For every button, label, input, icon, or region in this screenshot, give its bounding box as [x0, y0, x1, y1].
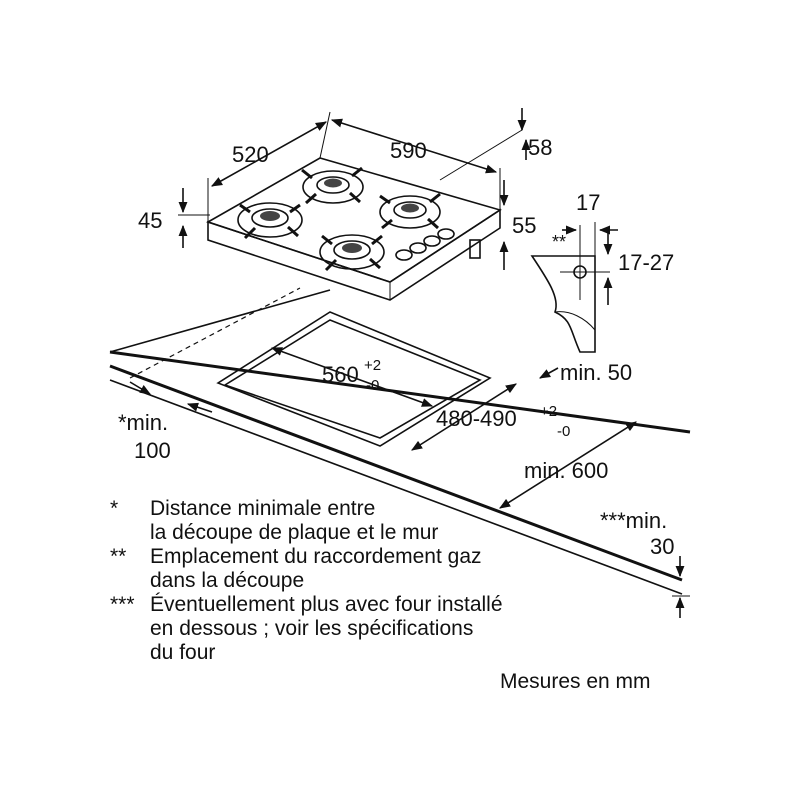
countertop-dimension-lines	[129, 347, 690, 618]
dim-cutout-width-tol-up: +2	[364, 357, 381, 374]
dim-bottom-min-label: ***min.	[600, 508, 667, 533]
dim-top-offset: 58	[528, 135, 552, 160]
dim-wall-min-value: 100	[134, 438, 171, 463]
dim-height-right: 55	[512, 213, 536, 238]
hob-front-edge	[207, 208, 501, 301]
dim-cutout-width-tol-down: -0	[366, 377, 379, 394]
unit-label: Mesures en mm	[500, 670, 651, 693]
dim-bottom-min-value: 30	[650, 534, 674, 559]
dim-wall-min-label: *min.	[118, 410, 168, 435]
burner-front-left	[237, 202, 303, 240]
footnote-line: Distance minimale entre	[150, 497, 376, 520]
control-knobs	[395, 228, 455, 261]
footnote-text: Éventuellement plus avec four installé e…	[150, 593, 670, 665]
footnote-2: ** Emplacement du raccordement gaz dans …	[110, 545, 670, 593]
footnote-line: en dessous ; voir les spécifications	[150, 617, 474, 640]
dim-side-min: min. 600	[524, 458, 608, 483]
dim-cutout-depth: 480-490	[436, 406, 517, 431]
footnote-mark: **	[110, 545, 127, 568]
burner-back-right	[379, 192, 441, 230]
dim-gas-mark: **	[552, 232, 566, 252]
footnotes: * Distance minimale entre la découpe de …	[110, 497, 670, 665]
footnote-line: dans la découpe	[150, 569, 305, 592]
footnote-text: Emplacement du raccordement gaz dans la …	[150, 545, 670, 593]
footnote-text: Distance minimale entre la découpe de pl…	[150, 497, 670, 545]
dim-width: 590	[390, 138, 427, 163]
burner-back-left	[301, 166, 364, 205]
dim-cutout-depth-tol-down: -0	[557, 423, 570, 440]
footnote-3: *** Éventuellement plus avec four instal…	[110, 593, 670, 665]
dim-gas-offset: 17	[576, 190, 600, 215]
footnote-line: la découpe de plaque et le mur	[150, 521, 439, 544]
footnote-line: Éventuellement plus avec four installé	[150, 593, 503, 616]
dim-height-left: 45	[138, 208, 162, 233]
cutout	[216, 311, 492, 447]
hob	[206, 157, 502, 301]
footnote-mark: *	[110, 497, 119, 520]
dim-depth: 520	[232, 142, 269, 167]
gas-connector	[469, 239, 481, 259]
gas-connection-detail	[530, 222, 618, 353]
footnote-line: Emplacement du raccordement gaz	[150, 545, 482, 568]
dim-cutout-width: 560	[322, 362, 359, 387]
dim-cutout-depth-tol-up: +2	[540, 403, 557, 420]
dim-gas-range: 17-27	[618, 250, 674, 275]
burner-front-right	[319, 234, 385, 272]
footnote-line: du four	[150, 641, 216, 664]
footnote-mark: ***	[110, 593, 135, 616]
footnote-1: * Distance minimale entre la découpe de …	[110, 497, 670, 545]
dim-front-min: min. 50	[560, 360, 632, 385]
hob-dimension-lines	[178, 108, 531, 270]
